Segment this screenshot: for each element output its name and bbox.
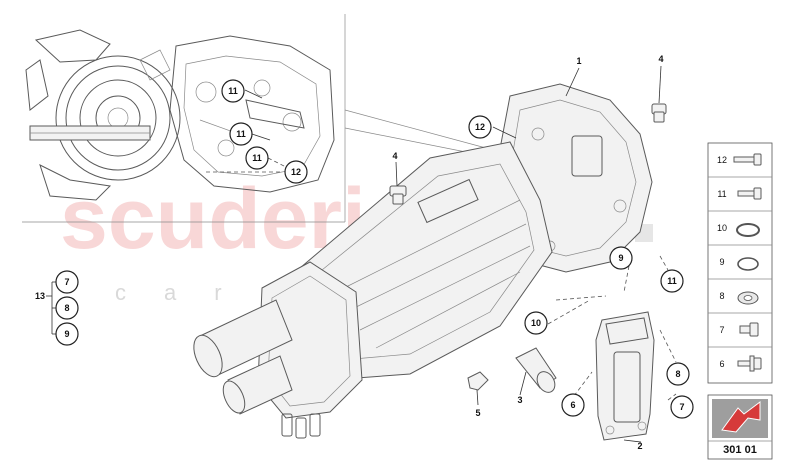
bellhousing-drawing (169, 35, 335, 193)
svg-text:7: 7 (679, 402, 684, 412)
svg-text:11: 11 (236, 129, 246, 139)
svg-text:12: 12 (291, 167, 301, 177)
page-code-label: 301 01 (723, 444, 757, 456)
oil-cooler-drawing (595, 311, 655, 441)
part-label-2: 2 (637, 441, 642, 451)
callout-inset-11b[interactable]: 11 (229, 122, 253, 146)
legend-row-6[interactable]: 6 (719, 355, 762, 372)
part-label-3: 3 (517, 395, 522, 405)
callout-main-7[interactable]: 7 (670, 395, 694, 419)
legend-row-10[interactable]: 10 (717, 223, 760, 237)
callout-inset-11a[interactable]: 11 (221, 79, 245, 103)
legend-num-9: 9 (719, 257, 724, 267)
group-13-bracket (46, 281, 56, 335)
page-code-box: 301 01 (707, 394, 773, 460)
part-label-4-mid: 4 (392, 151, 397, 161)
svg-text:9: 9 (64, 329, 69, 339)
callout-main-8[interactable]: 8 (666, 362, 690, 386)
svg-text:9: 9 (618, 253, 623, 263)
callout-group-8[interactable]: 8 (55, 296, 79, 320)
svg-text:6: 6 (570, 400, 575, 410)
pin-part-drawing (515, 347, 557, 393)
actuator-motor-drawing (193, 299, 293, 415)
flange-bolt-icon (737, 355, 762, 372)
legend-num-8: 8 (719, 291, 724, 301)
part-label-4-top: 4 (658, 54, 663, 64)
callout-inset-11c[interactable]: 11 (245, 146, 269, 170)
callout-inset-12[interactable]: 12 (284, 160, 308, 184)
legend-num-10: 10 (717, 223, 727, 233)
callout-main-6[interactable]: 6 (561, 393, 585, 417)
legend-row-8[interactable]: 8 (719, 291, 759, 305)
legend-row-7[interactable]: 7 (719, 322, 759, 337)
part-label-1: 1 (576, 56, 581, 66)
short-bolt-icon (739, 322, 759, 337)
connector-block-drawing (571, 135, 603, 177)
washer-icon (737, 291, 759, 305)
svg-text:11: 11 (228, 86, 238, 96)
legend-num-12: 12 (717, 155, 727, 165)
clutch-assembly-drawing (25, 29, 181, 201)
svg-text:12: 12 (475, 122, 485, 132)
svg-text:11: 11 (667, 276, 677, 286)
legend-row-12[interactable]: 12 (717, 153, 762, 166)
plug-part-mid-drawing (389, 185, 407, 205)
seal-ring-icon (737, 257, 759, 271)
transmission-assembly-drawing (193, 83, 653, 439)
svg-text:10: 10 (531, 318, 541, 328)
plug-part-top-drawing (651, 103, 667, 123)
large-seal-ring-icon (736, 223, 760, 237)
navigation-arrow-icon[interactable] (712, 399, 768, 438)
inset-connector-line (344, 109, 487, 149)
svg-text:7: 7 (64, 277, 69, 287)
parts-legend: 12 11 10 9 8 (707, 142, 773, 384)
clip-part-drawing (467, 371, 489, 391)
legend-num-7: 7 (719, 325, 724, 335)
parts-legend-frame (707, 142, 773, 384)
legend-num-6: 6 (719, 359, 724, 369)
bolt-icon (737, 187, 762, 200)
callout-main-10[interactable]: 10 (524, 311, 548, 335)
callout-group-7[interactable]: 7 (55, 270, 79, 294)
callout-group-9[interactable]: 9 (55, 322, 79, 346)
legend-num-11: 11 (717, 189, 726, 199)
svg-text:11: 11 (252, 153, 262, 163)
svg-text:8: 8 (64, 303, 69, 313)
legend-row-9[interactable]: 9 (719, 257, 759, 271)
part-label-5: 5 (475, 408, 480, 418)
long-bolt-icon (733, 153, 762, 166)
callout-main-11[interactable]: 11 (660, 269, 684, 293)
callout-main-12[interactable]: 12 (468, 115, 492, 139)
callout-main-9[interactable]: 9 (609, 246, 633, 270)
part-label-13: 13 (35, 291, 45, 301)
svg-text:8: 8 (675, 369, 680, 379)
legend-row-11[interactable]: 11 (717, 187, 762, 200)
